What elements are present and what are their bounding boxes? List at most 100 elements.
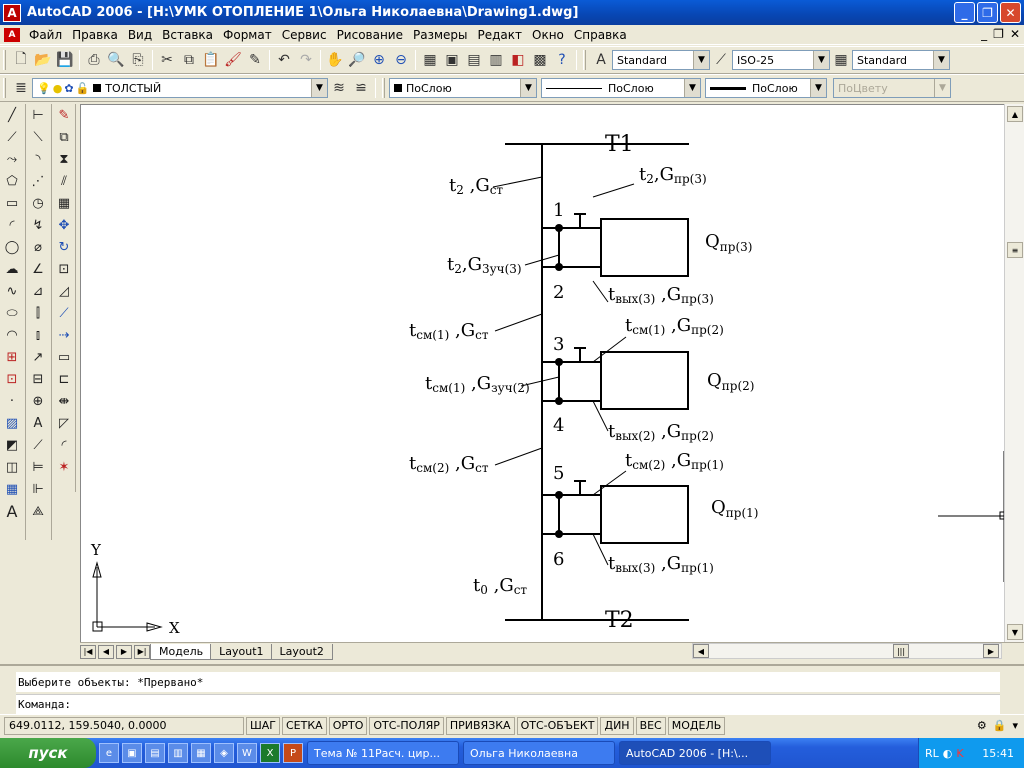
tab-prev-button[interactable]: ◀	[98, 644, 114, 659]
lwt-toggle[interactable]: ВЕС	[635, 716, 666, 735]
close-button[interactable]: ✕	[1000, 2, 1021, 23]
tray-app-icon[interactable]: ◐	[942, 746, 953, 760]
model-toggle[interactable]: МОДЕЛЬ	[667, 716, 726, 735]
break-point-icon[interactable]: ▭	[57, 349, 71, 365]
diameter-dim-icon[interactable]: ⌀	[34, 239, 42, 255]
markup-icon[interactable]: ◧	[511, 52, 525, 68]
toolbar-grip[interactable]	[3, 78, 6, 98]
menu-window[interactable]: Окно	[532, 27, 564, 42]
ellipse-icon[interactable]: ⬭	[6, 305, 18, 321]
quicklaunch-app-icon[interactable]: ▤	[145, 743, 165, 763]
redo-icon[interactable]: ↷	[300, 52, 312, 68]
layer-manager-icon[interactable]: ≣	[15, 80, 27, 96]
dim-override-icon[interactable]: ⟁	[32, 503, 44, 519]
start-button[interactable]: пуск	[0, 738, 96, 768]
sheet-set-icon[interactable]: ▥	[489, 52, 503, 68]
scroll-right-button[interactable]: ▶	[983, 644, 999, 658]
horizontal-scrollbar[interactable]: ◀ ||| ▶	[692, 643, 1002, 659]
snap-toggle[interactable]: ШАГ	[246, 716, 280, 735]
table-style-select[interactable]: Standard ▼	[852, 50, 950, 70]
text-style-select[interactable]: Standard ▼	[612, 50, 710, 70]
tab-last-button[interactable]: ▶|	[134, 644, 150, 659]
fillet-icon[interactable]: ◜	[61, 437, 67, 453]
command-input[interactable]: Команда:	[16, 694, 1000, 714]
color-select[interactable]: ПоСлою ▼	[389, 78, 537, 98]
properties-icon[interactable]: ▦	[423, 52, 437, 68]
drawing-canvas[interactable]: T1 T2 1 2 3 4 5 6 t2 ,Gст t2,Gпр(3) t2,G…	[80, 104, 1005, 642]
drawing-doc-icon[interactable]: A	[4, 27, 20, 42]
chevron-down-icon[interactable]: ▼	[311, 79, 327, 97]
table-icon[interactable]: ▦	[5, 481, 19, 497]
ortho-toggle[interactable]: ОРТО	[328, 716, 368, 735]
menu-format[interactable]: Формат	[223, 27, 272, 42]
tab-next-button[interactable]: ▶	[116, 644, 132, 659]
layer-select[interactable]: 💡 ● ✿ 🔓 ТОЛСТЫЙ ▼	[32, 78, 328, 98]
doc-close-button[interactable]: ✕	[1009, 27, 1020, 41]
grid-toggle[interactable]: СЕТКА	[282, 716, 327, 735]
text-style-icon[interactable]: A	[596, 52, 606, 68]
quick-dim-icon[interactable]: ⊿	[32, 283, 44, 299]
dim-edit-icon[interactable]: A	[33, 415, 43, 431]
tool-palettes-icon[interactable]: ▤	[467, 52, 481, 68]
scroll-up-button[interactable]: ▲	[1007, 106, 1023, 122]
dim-style-select[interactable]: ISO-25 ▼	[732, 50, 830, 70]
arc-length-icon[interactable]: ◝	[35, 151, 41, 167]
tab-layout2[interactable]: Layout2	[270, 643, 333, 660]
copy-icon[interactable]: ⧉	[184, 52, 194, 68]
tab-first-button[interactable]: |◀	[80, 644, 96, 659]
offset-icon[interactable]: ⫽	[61, 173, 67, 189]
open-file-icon[interactable]: 📂	[34, 52, 52, 68]
menu-file[interactable]: Файл	[29, 27, 63, 42]
zoom-previous-icon[interactable]: ⊖	[395, 52, 407, 68]
design-center-icon[interactable]: ▣	[445, 52, 459, 68]
quicklaunch-save-icon[interactable]: ▣	[122, 743, 142, 763]
ellipse-arc-icon[interactable]: ◠	[6, 327, 18, 343]
menu-modify[interactable]: Редакт	[477, 27, 523, 42]
quicklaunch-tool-icon[interactable]: ◈	[214, 743, 234, 763]
scroll-thumb[interactable]: ≡	[1007, 242, 1023, 258]
continue-icon[interactable]: ⫾	[35, 327, 41, 343]
gradient-icon[interactable]: ◩	[5, 437, 19, 453]
lineweight-select[interactable]: ПоСлою ▼	[705, 78, 827, 98]
help-icon[interactable]: ?	[558, 52, 566, 68]
undo-icon[interactable]: ↶	[278, 52, 290, 68]
array-icon[interactable]: ▦	[57, 195, 71, 211]
aligned-dim-icon[interactable]: ⟍	[33, 129, 43, 145]
dim-text-edit-icon[interactable]: ⟋	[33, 437, 43, 453]
angular-dim-icon[interactable]: ∠	[32, 261, 44, 277]
make-current-layer-icon[interactable]: ≋	[333, 80, 345, 96]
radius-dim-icon[interactable]: ◷	[32, 195, 44, 211]
jogged-icon[interactable]: ↯	[32, 217, 44, 233]
osnap-toggle[interactable]: ПРИВЯЗКА	[445, 716, 515, 735]
menu-tools[interactable]: Сервис	[281, 27, 327, 42]
linear-dim-icon[interactable]: ⊢	[32, 107, 44, 123]
line-icon[interactable]: ╱	[8, 107, 16, 123]
polyline-icon[interactable]: ⤳	[6, 151, 18, 167]
dyn-toggle[interactable]: ДИН	[600, 716, 634, 735]
menu-view[interactable]: Вид	[127, 27, 153, 42]
restore-button[interactable]: ❐	[977, 2, 998, 23]
hscroll-thumb[interactable]: |||	[893, 644, 909, 658]
autocad-app-icon[interactable]: A	[3, 3, 21, 22]
trim-icon[interactable]: ⟋	[59, 305, 69, 321]
make-block-icon[interactable]: ⊡	[6, 371, 18, 387]
chevron-down-icon[interactable]: ▼	[810, 79, 826, 97]
pan-icon[interactable]: ✋	[326, 52, 344, 68]
chevron-down-icon[interactable]: ▼	[520, 79, 536, 97]
hatch-icon[interactable]: ▨	[5, 415, 19, 431]
toolbar-lock-icon[interactable]: 🔒	[992, 719, 1007, 732]
move-icon[interactable]: ✥	[58, 217, 70, 233]
print-icon[interactable]: ⎙	[88, 52, 100, 68]
quicklaunch-excel-icon[interactable]: X	[260, 743, 280, 763]
stretch-icon[interactable]: ◿	[59, 283, 69, 299]
menu-insert[interactable]: Вставка	[162, 27, 214, 42]
vertical-scrollbar[interactable]: ▲ ≡ ▼	[1004, 104, 1024, 642]
polygon-icon[interactable]: ⬠	[6, 173, 18, 189]
quicklaunch-word-icon[interactable]: W	[237, 743, 257, 763]
tolerance-icon[interactable]: ⊟	[32, 371, 44, 387]
scroll-down-button[interactable]: ▼	[1007, 624, 1023, 640]
linetype-select[interactable]: ПоСлою ▼	[541, 78, 701, 98]
menu-draw[interactable]: Рисование	[336, 27, 403, 42]
block-editor-icon[interactable]: ✎	[249, 52, 261, 68]
construction-line-icon[interactable]: ⟋	[7, 129, 17, 145]
